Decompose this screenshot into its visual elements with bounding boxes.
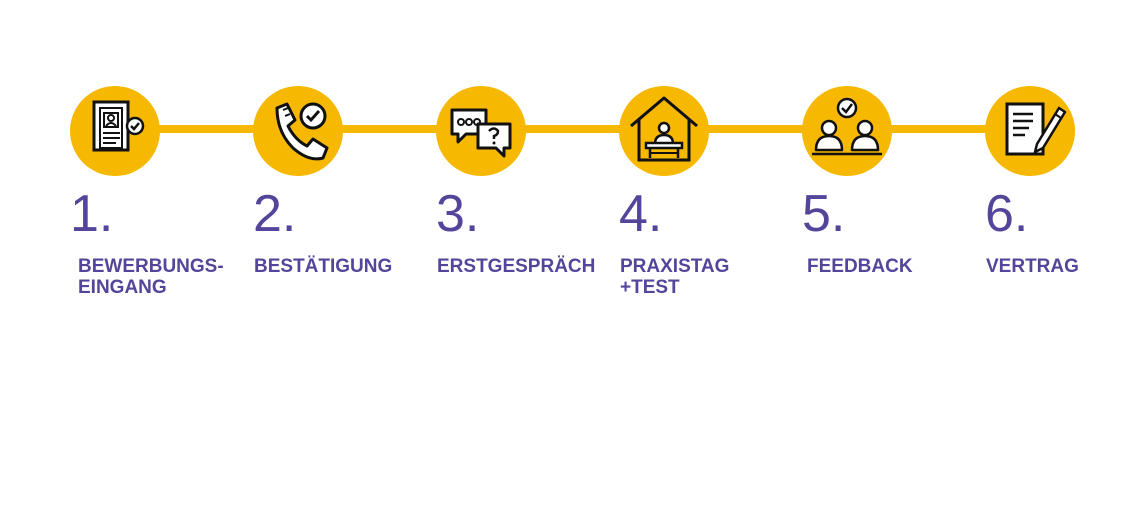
step-number: 4. [619,185,663,243]
process-step-3: 3. ERSTGESPRÄCH [436,0,616,320]
step-label-line: VERTRAG [986,256,1079,277]
people-check-icon [812,97,882,156]
step-label-line: FEEDBACK [807,256,913,277]
step-label-line: PRAXISTAG [620,256,730,277]
step-circle [70,86,160,176]
process-step-1: 1. BEWERBUNGS- EINGANG [70,0,250,320]
step-label-line: +TEST [620,277,680,298]
step-label: VERTRAG [986,256,1079,277]
application-document-icon [92,100,145,152]
step-number: 6. [985,185,1029,243]
step-number: 3. [436,185,480,243]
process-step-5: 5. FEEDBACK [802,0,982,320]
step-number: 5. [802,185,846,243]
step-label: ERSTGESPRÄCH [437,256,595,277]
step-label: FEEDBACK [807,256,913,277]
step-circle [619,86,709,176]
step-circle [436,86,526,176]
process-step-2: 2. BESTÄTIGUNG [253,0,433,320]
contract-pen-icon [1005,102,1067,156]
step-label: BEWERBUNGS- EINGANG [78,256,224,298]
house-desk-icon [630,96,698,162]
step-circle [253,86,343,176]
chat-bubbles-icon [450,108,512,158]
step-label-line: ERSTGESPRÄCH [437,256,596,277]
step-label-line: BESTÄTIGUNG [254,256,393,277]
step-number: 1. [70,185,114,243]
timeline-connector [115,125,1030,133]
process-step-6: 6. VERTRAG [985,0,1139,320]
step-label: PRAXISTAG +TEST [620,256,729,298]
step-circle [802,86,892,176]
step-number: 2. [253,185,297,243]
process-step-4: 4. PRAXISTAG +TEST [619,0,799,320]
step-label: BESTÄTIGUNG [254,256,392,277]
step-label-line: BEWERBUNGS- [78,256,224,277]
step-circle [985,86,1075,176]
step-label-line: EINGANG [78,277,167,298]
phone-check-icon [275,102,329,161]
